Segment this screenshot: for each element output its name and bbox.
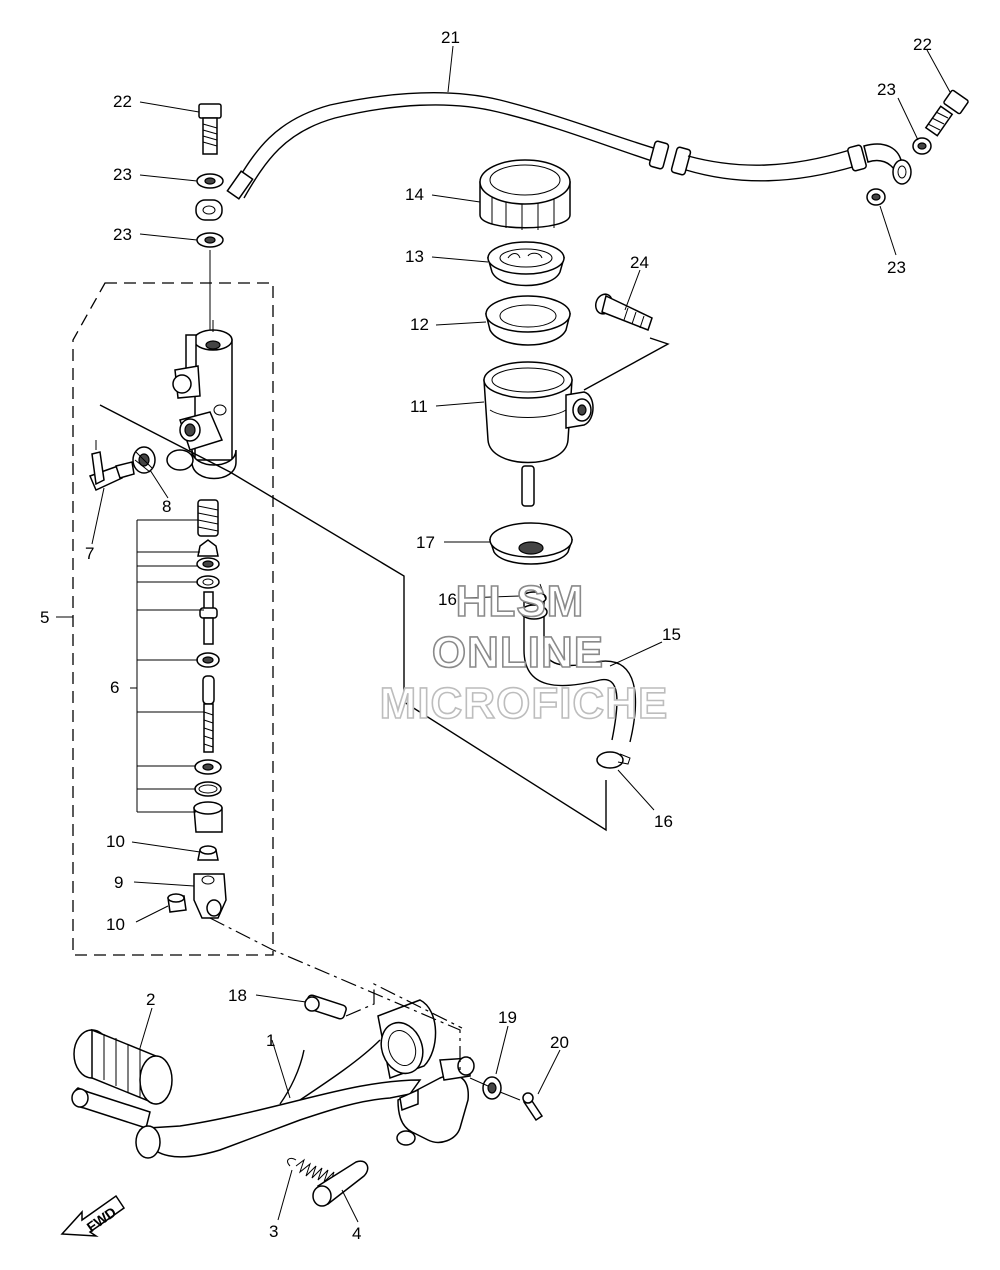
- pedal-rubber: [73, 1028, 173, 1105]
- brake-hose: [226, 92, 912, 200]
- callout-10-lower: 10: [106, 915, 125, 934]
- banjo-bolt-left: [198, 103, 222, 155]
- reservoir-cap: [479, 159, 571, 230]
- callout-24: 24: [630, 253, 649, 272]
- fwd-direction-arrow: FWD: [60, 1194, 126, 1237]
- master-cylinder-kit: [193, 499, 223, 833]
- reservoir-bolt: [594, 293, 653, 331]
- pedal-washer: [482, 1076, 502, 1100]
- washer-right-lower: [866, 188, 886, 206]
- callout-5: 5: [40, 608, 49, 627]
- callout-22-right: 22: [913, 35, 932, 54]
- watermark: HLSM ONLINE MICROFICHE: [379, 576, 669, 729]
- callout-11: 11: [410, 397, 428, 416]
- callout-23-right-upper: 23: [877, 80, 896, 99]
- reservoir-diaphragm: [485, 295, 571, 346]
- callout-18: 18: [228, 986, 247, 1005]
- washer-left-upper: [196, 173, 224, 189]
- watermark-line-1: HLSM: [456, 577, 585, 626]
- callout-3: 3: [269, 1222, 278, 1241]
- callout-20: 20: [550, 1033, 569, 1052]
- callout-9: 9: [114, 873, 123, 892]
- watermark-line-3: MICROFICHE: [380, 679, 669, 728]
- hose-clip-lower: [596, 751, 631, 769]
- callout-22-left: 22: [113, 92, 132, 111]
- callout-14: 14: [405, 185, 424, 204]
- push-rod-clevis: [193, 873, 227, 919]
- callout-15: 15: [662, 625, 681, 644]
- callout-23-right-lower: 23: [887, 258, 906, 277]
- callout-19: 19: [498, 1008, 517, 1027]
- callout-7: 7: [85, 544, 94, 563]
- callout-17: 17: [416, 533, 435, 552]
- callout-8: 8: [162, 497, 171, 516]
- callout-10-upper: 10: [106, 832, 125, 851]
- callout-12: 12: [410, 315, 429, 334]
- brake-pedal: [71, 999, 475, 1159]
- callout-23-left-upper: 23: [113, 165, 132, 184]
- callout-1: 1: [266, 1031, 275, 1050]
- callout-4: 4: [352, 1224, 361, 1243]
- pivot-shaft: [304, 994, 347, 1020]
- banjo-fitting-left: [195, 199, 223, 221]
- leader-lines: [56, 45, 951, 1223]
- callout-16-lower: 16: [654, 812, 673, 831]
- reservoir-hose: [521, 591, 637, 743]
- assembly-lines: [72, 250, 670, 1101]
- callout-23-left-lower: 23: [113, 225, 132, 244]
- washer-right-upper: [912, 137, 932, 155]
- grommet-plug: [132, 446, 156, 474]
- callout-6: 6: [110, 678, 119, 697]
- banjo-bolt-right: [924, 89, 969, 137]
- locknut-lower: [167, 893, 187, 913]
- reservoir-diaphragm-plate: [487, 241, 565, 287]
- callout-21: 21: [441, 28, 460, 47]
- hose-clip-upper: [520, 583, 548, 620]
- hose-joint-fitting: [88, 451, 135, 492]
- reservoir-boot: [488, 522, 574, 565]
- callout-numbers: 21 22 22 23 23 23 23 14 13 12 24 11 17 1…: [40, 28, 932, 1243]
- collar: [312, 1160, 369, 1207]
- callout-2: 2: [146, 990, 155, 1009]
- master-cylinder-body: [166, 320, 237, 480]
- washer-left-lower: [196, 232, 224, 248]
- callout-16-upper: 16: [438, 590, 457, 609]
- watermark-line-2: ONLINE: [432, 628, 604, 677]
- cotter-pin: [522, 1092, 544, 1122]
- locknut-upper: [197, 845, 219, 861]
- callout-13: 13: [405, 247, 424, 266]
- reservoir-tank: [483, 361, 594, 507]
